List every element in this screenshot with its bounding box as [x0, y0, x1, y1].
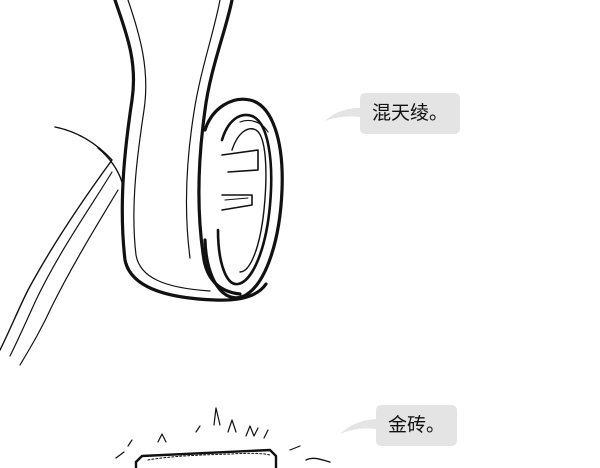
caption-gold-brick: 金砖。	[376, 405, 458, 446]
callout-tail-1	[325, 108, 360, 121]
callout-tail-2	[340, 419, 376, 434]
caption-hun-tian-ling: 混天绫。	[360, 93, 461, 134]
sash-illustration	[0, 0, 284, 366]
gold-brick-illustration	[115, 407, 331, 468]
